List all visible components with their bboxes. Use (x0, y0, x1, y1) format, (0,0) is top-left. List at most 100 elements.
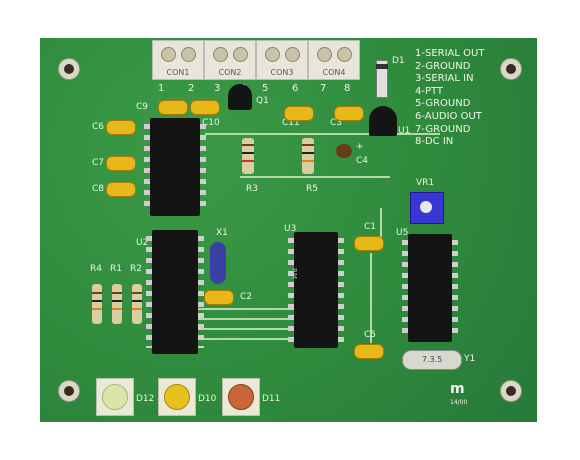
component-label: C2 (240, 292, 253, 302)
component-label: D1 (392, 56, 405, 66)
logo-subtext: 14/00 (450, 399, 468, 406)
component-label: C7 (92, 158, 105, 168)
resistor-r4 (92, 284, 102, 324)
component-label: C6 (92, 122, 105, 132)
connector-con1: CON1 (152, 40, 204, 80)
component-label: + (356, 142, 364, 152)
crystal-x1 (210, 242, 226, 284)
diode-d1 (376, 60, 388, 98)
chip-u5 (408, 234, 452, 342)
pin-number: 1 (158, 83, 165, 94)
pad (265, 47, 280, 62)
component-label: D10 (198, 394, 217, 404)
chip-u5-pins-right (452, 240, 458, 336)
component-label: C11 (282, 118, 300, 128)
component-label: VR1 (416, 178, 435, 188)
connector-label: CON1 (166, 68, 190, 77)
capacitor-c8 (106, 182, 136, 197)
regulator-u1 (369, 106, 397, 136)
trimmer-knob (420, 201, 432, 213)
pin-number: 6 (292, 83, 299, 94)
legend-item: 5-GROUND (415, 98, 471, 110)
connector-label: CON2 (218, 68, 242, 77)
chip-u5-pins-left (402, 240, 408, 336)
pad (181, 47, 196, 62)
pad (233, 47, 248, 62)
mounting-hole-top-right (500, 58, 522, 80)
chip-text: RM (290, 268, 298, 279)
mounting-hole-bottom-left (58, 380, 80, 402)
connector-con3: CON3 (256, 40, 308, 80)
pad (213, 47, 228, 62)
chip-u4-pins-right (200, 124, 206, 210)
component-label: U3 (284, 224, 297, 234)
component-label: R4 (90, 264, 102, 274)
mounting-hole-bottom-right (500, 380, 522, 402)
component-label: C8 (92, 184, 105, 194)
legend-item: 1-SERIAL OUT (415, 48, 485, 59)
legend-item: 7-GROUND (415, 123, 471, 135)
trace (205, 133, 440, 135)
pad (317, 47, 332, 62)
pin-number: 7 (320, 83, 327, 94)
capacitor-c2 (204, 290, 234, 305)
chip-u3 (294, 232, 338, 348)
trace (380, 208, 382, 248)
trace (195, 328, 305, 330)
pad (337, 47, 352, 62)
transistor-q1 (228, 84, 252, 110)
component-label: R1 (110, 264, 122, 274)
legend-item: 8-DC IN (415, 136, 454, 148)
chip-u4 (150, 118, 200, 216)
capacitor-c6 (106, 120, 136, 135)
resistor-r5 (302, 138, 314, 174)
component-label: C5 (364, 330, 377, 340)
trace (370, 253, 372, 343)
legend-item: 4-PTT (415, 85, 444, 97)
chip-u2 (152, 230, 198, 354)
component-label: C3 (330, 118, 343, 128)
led-d10 (164, 384, 190, 410)
legend-item: 3-SERIAL IN (415, 73, 474, 85)
mounting-hole-top-left (58, 58, 80, 80)
component-label: C10 (202, 118, 220, 128)
capacitor-c5 (354, 344, 384, 359)
led-d12 (102, 384, 128, 410)
pcb-board: CON1 CON2 CON3 CON4 1 2 3 4 5 6 7 8 1-SE… (40, 38, 537, 422)
component-label: U1 (398, 126, 411, 136)
trace (240, 176, 390, 178)
pin-legend: 1-SERIAL OUT 2-GROUND 3-SERIAL IN 4-PTT … (415, 48, 484, 149)
resistor-r3 (242, 138, 254, 174)
capacitor-c1 (354, 236, 384, 251)
pad (285, 47, 300, 62)
chip-u3-pins-left (288, 238, 294, 342)
component-label: D12 (136, 394, 155, 404)
component-label: X1 (216, 228, 228, 238)
component-label: C1 (364, 222, 377, 232)
crystal-marking: 7.3.5 (421, 355, 443, 364)
component-label: R5 (306, 184, 318, 194)
resistor-r2 (132, 284, 142, 324)
connector-con4: CON4 (308, 40, 360, 80)
logo-mark: m (450, 381, 465, 397)
pin-number: 3 (214, 83, 221, 94)
chip-u4-pins-left (144, 124, 150, 210)
component-label: R2 (130, 264, 142, 274)
connector-label: CON4 (322, 68, 346, 77)
component-label: R3 (246, 184, 258, 194)
component-label: C4 (356, 156, 369, 166)
pin-number: 8 (344, 83, 351, 94)
capacitor-c7 (106, 156, 136, 171)
chip-u2-pins-left (146, 236, 152, 348)
component-label: U2 (136, 238, 149, 248)
capacitor-c11 (284, 106, 314, 121)
legend-item: 2-GROUND (415, 60, 471, 72)
diode-d1-band (376, 64, 388, 69)
manufacturer-logo: m (450, 382, 465, 396)
capacitor-c3 (334, 106, 364, 121)
chip-u2-pins-right (198, 236, 204, 348)
pad (161, 47, 176, 62)
capacitor-c9 (158, 100, 188, 115)
component-label: D11 (262, 394, 281, 404)
crystal-y1: 7.3.5 (402, 350, 462, 370)
